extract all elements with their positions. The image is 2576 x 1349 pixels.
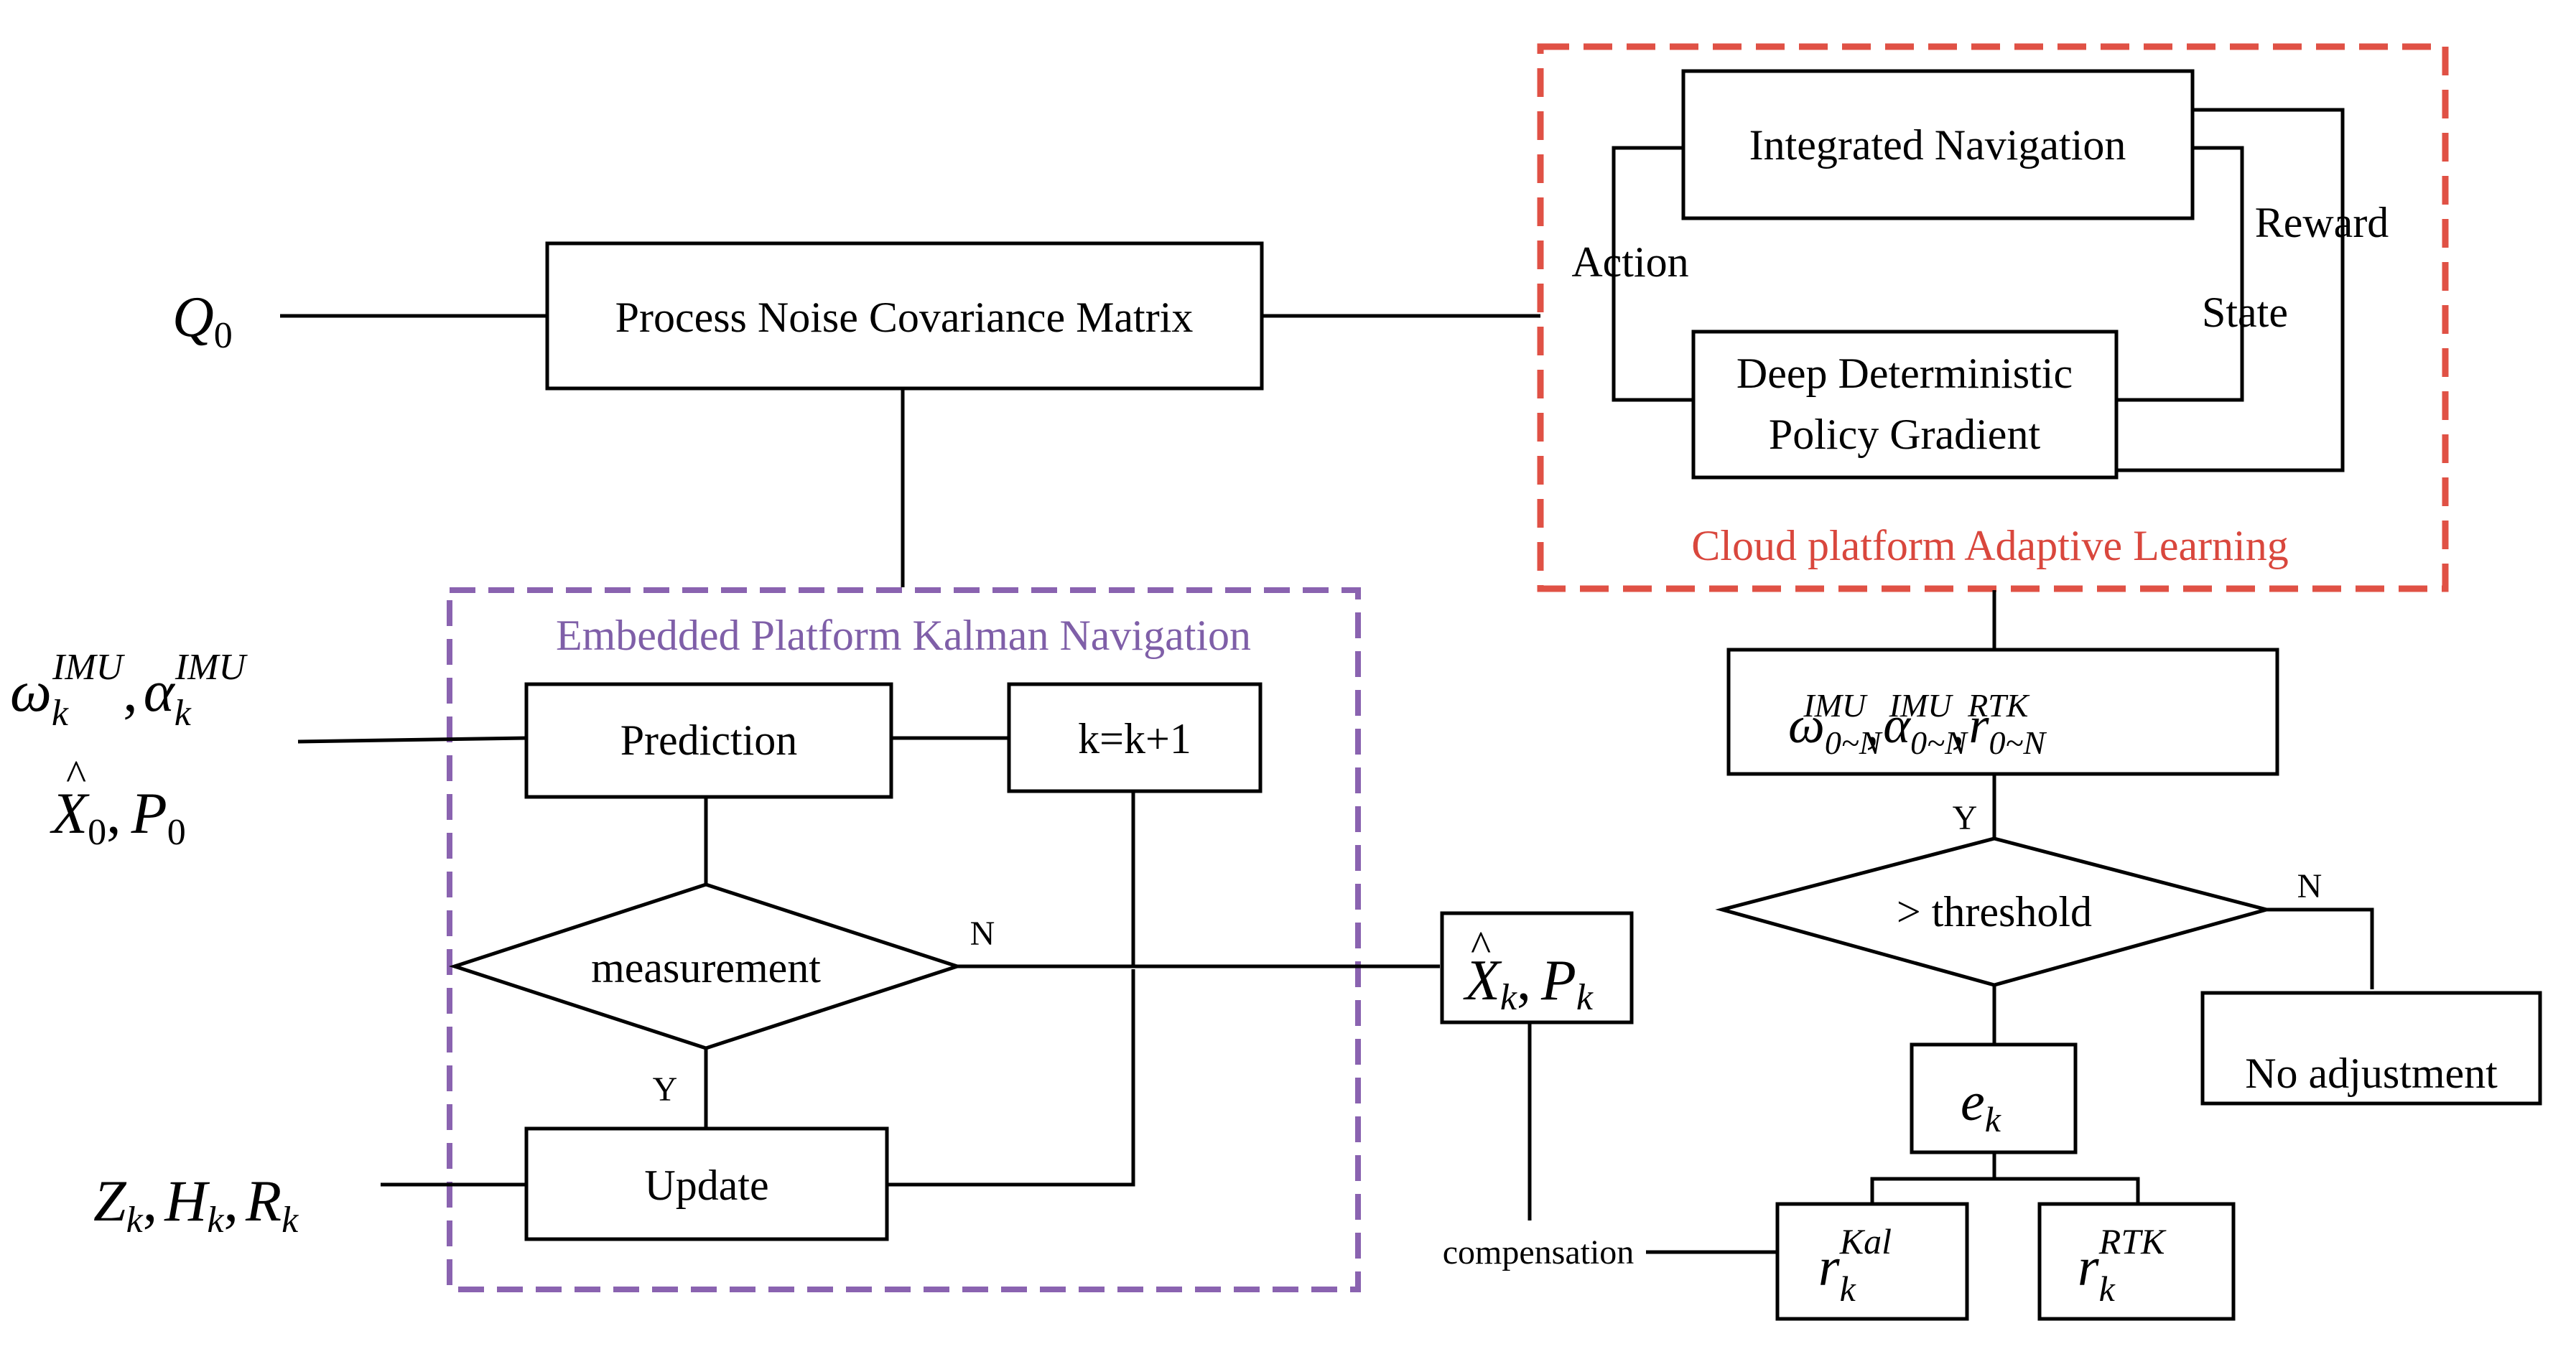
state-label: State [2202, 289, 2288, 336]
cloud-region-border [1537, 43, 2449, 592]
state-loop-arrow [2116, 146, 2244, 402]
data-formula: ω0~NIMU,α0~NIMU,r0~NRTK [1788, 687, 2047, 761]
output-box [1440, 911, 1634, 1024]
threshold-label: > threshold [1897, 888, 2092, 935]
r-rtk-box [2037, 1202, 2236, 1321]
reward-label: Reward [2255, 199, 2389, 246]
ddpg-block: Deep Deterministic Policy Gradient [1691, 330, 2119, 480]
threshold-yes-label: Y [1953, 799, 1978, 837]
initial-state-input: X0,P0 ^ [50, 752, 186, 853]
threshold-block: > threshold [1715, 836, 2274, 987]
prediction-box [524, 682, 893, 799]
measurement-input-formula: Zk,Hk,Rk [93, 1168, 299, 1241]
no-adjustment-label: No adjustment [2245, 1050, 2498, 1097]
threshold-diamond [1715, 836, 2274, 987]
error-block: ek [1910, 1042, 2078, 1154]
prediction-block: Prediction [524, 682, 893, 799]
increment-label: k=k+1 [1078, 715, 1191, 762]
kalman-region-border [447, 587, 1361, 1292]
increment-block: k=k+1 [1007, 682, 1263, 793]
update-block: Update [524, 1126, 889, 1241]
prediction-label: Prediction [620, 716, 798, 764]
error-formula: ek [1961, 1072, 2001, 1139]
imu-input: ωkIMU,αkIMU [10, 647, 248, 734]
measurement-label: measurement [591, 944, 821, 991]
data-box [1726, 648, 2279, 776]
q0-input: Q0 [172, 286, 233, 356]
integrated-navigation-block: Integrated Navigation [1681, 69, 2195, 220]
imu-formula: ωkIMU,αkIMU [10, 647, 248, 734]
connectors [280, 108, 2374, 1254]
output-formula: Xk,Pk [1463, 949, 1594, 1018]
reward-loop-arrow [2116, 108, 2345, 472]
r-rtk-formula: rkRTK [2078, 1221, 2167, 1309]
data-block: ω0~NIMU,α0~NIMU,r0~NRTK [1726, 648, 2279, 776]
ddpg-label-line1: Deep Deterministic [1736, 350, 2073, 397]
process-noise-label: Process Noise Covariance Matrix [615, 294, 1194, 341]
r-kal-formula: rkKal [1818, 1221, 1892, 1309]
kalman-region-title: Embedded Platform Kalman Navigation [556, 612, 1251, 659]
measurement-yes-label: Y [653, 1070, 678, 1108]
no-adjustment-block: No adjustment [2200, 991, 2542, 1106]
cloud-region-title: Cloud platform Adaptive Learning [1691, 522, 2288, 569]
action-label: Action [1571, 238, 1688, 286]
initial-state-formula: X0,P0 [50, 780, 186, 853]
measurement-no-label: N [970, 915, 995, 953]
integrated-navigation-box [1681, 69, 2195, 220]
ddpg-label-line2: Policy Gradient [1769, 411, 2041, 458]
imu-input-line [297, 736, 527, 744]
update-label: Update [644, 1162, 768, 1209]
edge-labels: N Y Y N compensation Action State Reward [653, 199, 2389, 1271]
threshold-to-no-adjustment-arrow [2266, 907, 2374, 989]
process-noise-block: Process Noise Covariance Matrix [545, 241, 1264, 391]
measurement-diamond [448, 882, 964, 1050]
output-block: Xk,Pk ^ [1440, 911, 1634, 1024]
initial-state-hat: ^ [66, 752, 86, 799]
kalman-region: Embedded Platform Kalman Navigation [447, 587, 1361, 1292]
increment-box [1007, 682, 1263, 793]
update-box [524, 1126, 889, 1241]
process-noise-box [545, 241, 1264, 391]
output-hat: ^ [1471, 923, 1491, 970]
measurement-input: Zk,Hk,Rk [93, 1168, 299, 1241]
no-adjustment-box [2200, 991, 2542, 1106]
compensation-label: compensation [1443, 1233, 1635, 1271]
residual-merge-line [1870, 1177, 2140, 1204]
r-kal-block: rkKal [1775, 1202, 1969, 1321]
cloud-region: Cloud platform Adaptive Learning [1537, 43, 2449, 592]
r-rtk-block: rkRTK [2037, 1202, 2236, 1321]
r-kal-box [1775, 1202, 1969, 1321]
measurement-block: measurement [448, 882, 964, 1050]
error-box [1910, 1042, 2078, 1154]
ddpg-box [1691, 330, 2119, 480]
action-loop-arrow [1612, 146, 1693, 402]
integrated-navigation-label: Integrated Navigation [1749, 121, 2126, 169]
threshold-no-label: N [2297, 867, 2322, 905]
update-to-junction-arrow [887, 969, 1135, 1187]
q0-formula: Q0 [172, 286, 233, 356]
